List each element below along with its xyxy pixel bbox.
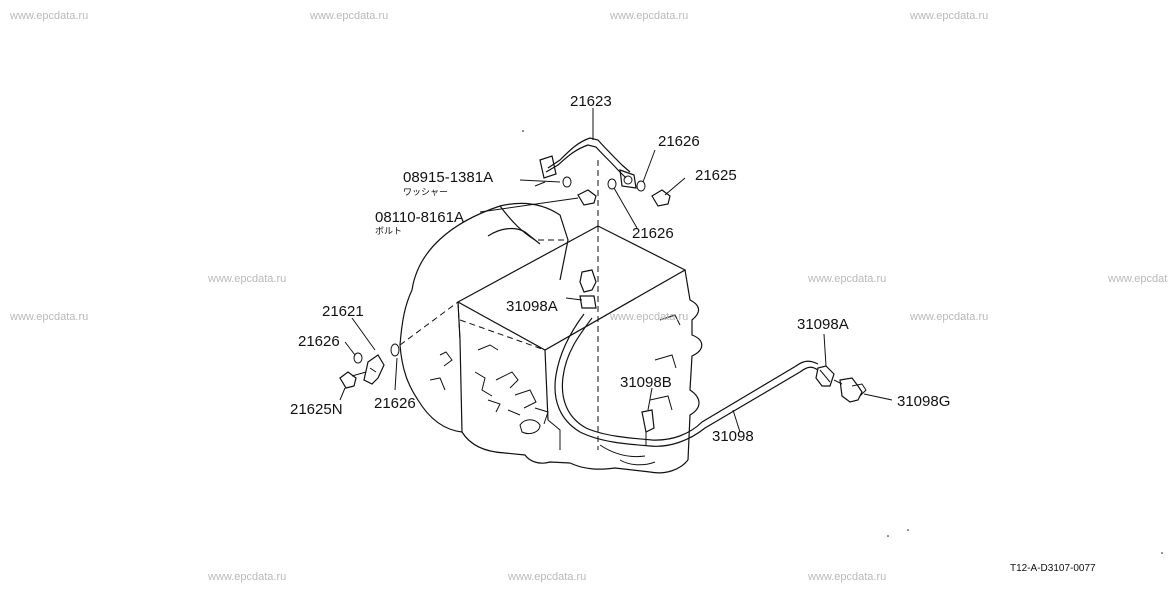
washer-21626-top (636, 180, 646, 192)
breather-hose (554, 269, 867, 447)
watermark: www.epcdata.ru (808, 273, 887, 285)
washer-21626-mid (607, 178, 617, 190)
watermark: www.epcdata.ru (910, 311, 989, 323)
part-label-21621[interactable]: 21621 (322, 303, 364, 320)
part-desc-washer: ワッシャー (403, 187, 448, 197)
watermark: www.epcdata.ru (610, 311, 689, 323)
part-label-08915-1381A[interactable]: 08915-1381A (403, 169, 493, 186)
part-label-21625N[interactable]: 21625N (290, 401, 343, 418)
part-label-31098G[interactable]: 31098G (897, 393, 950, 410)
part-label-08110-8161A[interactable]: 08110-8161A (375, 209, 464, 226)
bolt-21625N (339, 371, 357, 389)
part-label-21623[interactable]: 21623 (570, 93, 612, 110)
part-label-21626-low[interactable]: 21626 (374, 395, 416, 412)
part-desc-bolt: ボルト (375, 226, 402, 236)
watermark: www.epcdata.ru (808, 571, 887, 583)
part-label-21626-mid[interactable]: 21626 (632, 225, 674, 242)
left-fasteners (339, 343, 400, 389)
washer-21626-low (390, 343, 400, 357)
top-fasteners (534, 176, 671, 207)
fitting-31098A-left (579, 269, 597, 293)
part-label-31098B[interactable]: 31098B (620, 374, 672, 391)
part-label-21625[interactable]: 21625 (695, 167, 737, 184)
transmission-housing (399, 160, 703, 474)
bracket-21621 (363, 354, 385, 385)
watermark: www.epcdata.ru (10, 311, 89, 323)
watermark: www.epcdata.ru (1108, 273, 1168, 285)
part-label-21626-top[interactable]: 21626 (658, 133, 700, 150)
watermark: www.epcdata.ru (910, 10, 989, 22)
watermark: www.epcdata.ru (10, 10, 89, 22)
watermark: www.epcdata.ru (310, 10, 389, 22)
part-label-31098[interactable]: 31098 (712, 428, 754, 445)
clip-31098B (641, 409, 655, 433)
watermark: www.epcdata.ru (610, 10, 689, 22)
watermark: www.epcdata.ru (208, 273, 287, 285)
watermark: www.epcdata.ru (208, 571, 287, 583)
washer-08915 (562, 176, 572, 188)
washer-21626-left (353, 352, 363, 364)
bolt-08110 (577, 189, 597, 206)
part-label-21626-left[interactable]: 21626 (298, 333, 340, 350)
bracket-21623 (539, 108, 637, 189)
part-label-31098A-left[interactable]: 31098A (506, 298, 558, 315)
watermark: www.epcdata.ru (508, 571, 587, 583)
breather-31098G (839, 377, 863, 403)
part-label-31098A-right[interactable]: 31098A (797, 316, 849, 333)
diagram-reference: T12-A-D3107-0077 (1010, 563, 1096, 574)
bolt-21625 (651, 189, 671, 207)
